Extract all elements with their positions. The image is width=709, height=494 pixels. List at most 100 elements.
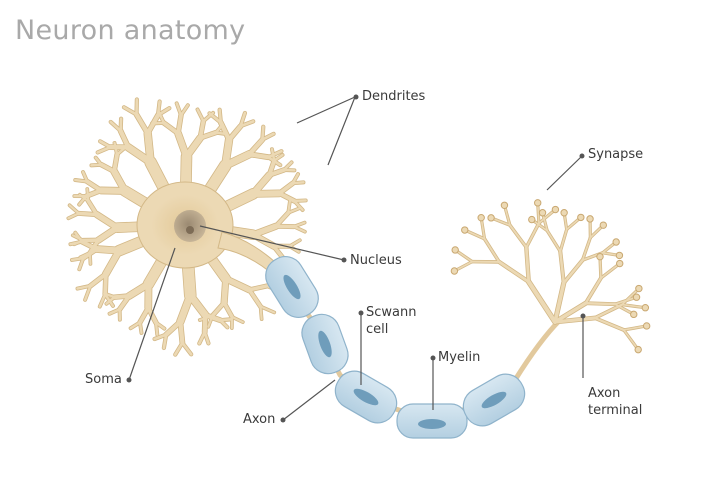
dendrite-branch (162, 333, 168, 350)
dendrite-branch (219, 318, 229, 329)
synaptic-knob (586, 215, 594, 223)
synaptic-knob (528, 215, 536, 224)
dendrite-branch (98, 140, 112, 149)
dendrite-branch (183, 134, 204, 160)
dendrite-branch (266, 149, 283, 159)
dendrite-branch (144, 129, 155, 166)
leader-lines (126, 94, 586, 423)
nucleolus-shape (186, 226, 194, 234)
dendrite-branch (277, 181, 295, 196)
dendrite-branch (277, 191, 297, 203)
dendrite-branch (74, 178, 89, 183)
leader-soma (128, 247, 176, 381)
terminal-branch (525, 222, 540, 249)
dendrite-branch (67, 212, 80, 220)
terminal-branch (622, 329, 640, 351)
label-nucleus: Nucleus (350, 253, 402, 268)
label-schwann-line1: Scwann (366, 305, 417, 320)
synaptic-knob (534, 199, 542, 207)
dendrite-branch (73, 239, 85, 246)
myelin-segments (265, 255, 526, 439)
myelin-segment (334, 370, 398, 424)
dendrite-branch (218, 108, 223, 124)
dendrite-branch (249, 190, 283, 197)
dendrite-branch (111, 168, 129, 195)
dendrite-branch (261, 125, 265, 141)
synaptic-knob (596, 252, 604, 261)
dendrite-branch (287, 207, 301, 214)
dendrite-branch (86, 199, 99, 217)
dendrite-branch (78, 256, 85, 271)
terminal-branch (497, 260, 531, 284)
label-axon: Axon (243, 412, 276, 427)
dendrite-branch (122, 105, 138, 116)
dendrite-branch (267, 168, 286, 178)
synaptic-knob (487, 214, 495, 222)
dendrite-branch (247, 284, 269, 292)
dendrite-branch (218, 120, 232, 142)
dendrite-branch (175, 102, 183, 117)
dendrite-branch (118, 128, 131, 150)
synaptic-knob (451, 246, 459, 254)
dendrite-branch (161, 120, 181, 136)
myelin-segment (462, 373, 526, 427)
dendrite-branch (239, 111, 247, 128)
dendrite-branch (282, 161, 293, 172)
dendrite-branch (93, 245, 123, 254)
dendrite-branch (198, 119, 206, 140)
dendrite-branch (247, 152, 271, 160)
terminal-branch (600, 262, 621, 279)
synaptic-knob (630, 310, 638, 319)
leader-nucleus (199, 225, 345, 261)
dendrite-branch (173, 341, 184, 356)
dendrite-branch (198, 130, 218, 140)
dendrite-branch (95, 224, 120, 243)
dendrite-branch (293, 199, 307, 203)
terminal-branch (593, 303, 624, 320)
label-schwann-line2: cell (366, 322, 389, 337)
dendrite-branch (102, 247, 123, 278)
dendrite-branch (179, 104, 190, 117)
dendrite-branch (197, 330, 206, 345)
leader-synapse (546, 155, 583, 191)
dendrite-branch (153, 333, 168, 341)
terminal-branch (553, 301, 588, 324)
dendrite-branch (126, 280, 152, 300)
axon-terminal-branches (450, 199, 651, 354)
dendrite-branch (274, 211, 290, 228)
dendrite-branch (88, 272, 108, 288)
synaptic-knob (634, 345, 642, 354)
dendrite-branch (196, 108, 205, 123)
dendrite-branch (267, 158, 277, 178)
dendrite-branch (76, 211, 99, 217)
dendrite-branch (287, 198, 292, 214)
myelin-segment (301, 313, 349, 375)
dendrite-branch (117, 293, 132, 312)
dendrite-branch (203, 330, 210, 345)
dendrite-branch (221, 150, 253, 170)
dendrite-branch (221, 275, 229, 306)
terminal-branch (621, 287, 640, 306)
dendrite-branch (71, 234, 85, 242)
label-axon-terminal-line2: terminal (588, 403, 643, 418)
dendrite-branch (222, 275, 253, 293)
label-soma: Soma (85, 372, 122, 387)
dendrite-branch (108, 308, 121, 315)
synaptic-knob (500, 201, 509, 209)
dendrite-branch (70, 256, 85, 262)
synaptic-knob (450, 267, 459, 275)
dendrite-branch (154, 321, 159, 336)
dendrite-branch (178, 319, 185, 345)
dendrite-branch (181, 341, 193, 356)
terminal-branch (508, 224, 528, 249)
synaptic-knob (632, 293, 641, 301)
dendrite-branch (68, 204, 80, 215)
label-dendrites: Dendrites (362, 89, 426, 104)
leader-axon (282, 379, 336, 421)
dendrite-branch (109, 120, 122, 133)
terminal-branch (526, 279, 557, 324)
dendrite-branch (94, 156, 103, 166)
dendrite-branch (164, 319, 183, 337)
dendrite-branch (221, 136, 233, 170)
terminal-branch (622, 325, 648, 331)
